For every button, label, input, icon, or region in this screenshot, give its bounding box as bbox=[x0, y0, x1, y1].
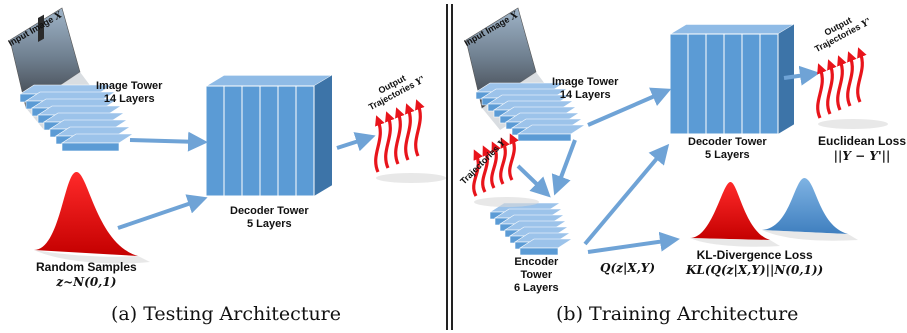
arrow-decoder-to-output-b bbox=[783, 65, 820, 86]
arrow-encoder-to-decoder-b bbox=[583, 143, 670, 246]
panel-a bbox=[9, 7, 446, 264]
decoder-tower-a-layer-5 bbox=[277, 85, 297, 197]
decoder-tower-b-top bbox=[668, 23, 796, 35]
decoder-tower-a-side bbox=[314, 75, 332, 196]
caption-a: (a) Testing Architecture bbox=[111, 303, 342, 325]
decoder-tower-layers-b: 5 Layers bbox=[705, 149, 750, 161]
image-tower-title-b: Image Tower bbox=[552, 76, 619, 88]
image-tower-b-slab-front-8 bbox=[517, 133, 572, 142]
euclidean-loss-formula: ||Y − Y'|| bbox=[833, 149, 891, 163]
gaussian-kl-blue bbox=[762, 178, 858, 241]
output-a-trajectory-4 bbox=[404, 103, 415, 161]
encoder-tower-line1: Encoder bbox=[514, 256, 559, 268]
image-tower-a-slab-front-8 bbox=[61, 142, 120, 152]
gaussian-kl-red bbox=[690, 181, 780, 247]
decoder-tower-layers-a: 5 Layers bbox=[247, 218, 292, 230]
output-b-trajectory-4 bbox=[846, 51, 857, 107]
decoder-tower-a bbox=[204, 74, 334, 197]
output-b-shadow bbox=[818, 119, 888, 129]
decoder-tower-b-layer-3 bbox=[705, 33, 725, 135]
trajectories-input-b bbox=[472, 133, 539, 207]
output-a-trajectory-2 bbox=[384, 111, 395, 169]
arrow-samples-to-decoder-a bbox=[117, 194, 208, 230]
caption-b: (b) Training Architecture bbox=[556, 303, 799, 325]
panel-divider-2 bbox=[451, 4, 453, 330]
kl-loss-formula: KL(Q(z|X,Y)||N(0,1)) bbox=[686, 263, 824, 277]
decoder-tower-a-layer-6 bbox=[295, 85, 315, 197]
arrow-image-to-decoder-b bbox=[587, 87, 672, 127]
arrow-decoder-to-output-a bbox=[336, 132, 376, 152]
output-a-shadow bbox=[376, 173, 446, 183]
decoder-tower-b-layer-4 bbox=[723, 33, 743, 135]
encoder-tower-b-slab-front-7 bbox=[519, 247, 559, 256]
encoder-tower-line2: Tower bbox=[520, 269, 553, 281]
decoder-tower-a-layer-1 bbox=[205, 85, 225, 197]
input-b-trajectory-4 bbox=[499, 137, 510, 185]
output-a-trajectory-1 bbox=[374, 115, 385, 173]
random-samples-text: Random Samples bbox=[36, 260, 137, 274]
gaussian-random-samples bbox=[34, 171, 150, 264]
image-tower-title-a: Image Tower bbox=[96, 80, 163, 92]
encoder-tower-label-b: Encoder Tower 6 Layers bbox=[514, 256, 559, 295]
random-samples-label: Random Samples z~N(0,1) bbox=[36, 260, 137, 290]
output-b-trajectory-3 bbox=[836, 55, 847, 111]
output-trajectories-a bbox=[374, 99, 446, 183]
decoder-tower-b-layer-5 bbox=[741, 33, 761, 135]
decoder-tower-label-a: Decoder Tower 5 Layers bbox=[230, 205, 309, 231]
arrow-image-to-encoder-b bbox=[551, 139, 577, 196]
arrow-trajectories-to-encoder-b bbox=[516, 164, 551, 198]
image-tower-layers-b: 14 Layers bbox=[559, 89, 611, 101]
euclidean-loss-title: Euclidean Loss bbox=[818, 134, 907, 148]
kl-loss-title: KL-Divergence Loss bbox=[696, 248, 813, 262]
decoder-tower-a-layer-2 bbox=[223, 85, 243, 197]
output-a-trajectory-3 bbox=[394, 107, 405, 165]
input-b-shadow bbox=[474, 197, 539, 207]
image-tower-a bbox=[18, 84, 135, 152]
z-distribution: z~N(0,1) bbox=[56, 275, 117, 289]
decoder-tower-b-layer-6 bbox=[759, 33, 779, 135]
output-b-trajectory-2 bbox=[826, 59, 837, 115]
decoder-tower-label-b: Decoder Tower 5 Layers bbox=[688, 136, 767, 162]
q-label: Q(z|X,Y) bbox=[600, 261, 656, 275]
euclidean-loss-label: Euclidean Loss ||Y − Y'|| bbox=[818, 134, 906, 164]
output-trajectories-b bbox=[816, 47, 888, 129]
decoder-tower-b bbox=[668, 23, 796, 135]
decoder-tower-b-layer-2 bbox=[687, 33, 707, 135]
image-tower-b bbox=[474, 82, 587, 142]
kl-loss-label: KL-Divergence Loss KL(Q(z|X,Y)||N(0,1)) bbox=[686, 248, 823, 278]
encoder-tower-line3: 6 Layers bbox=[514, 282, 559, 294]
output-b-trajectory-1 bbox=[816, 63, 827, 119]
image-tower-label-b: Image Tower 14 Layers bbox=[552, 76, 618, 102]
input-b-trajectory-3 bbox=[490, 141, 501, 189]
output-b-trajectory-5 bbox=[856, 47, 867, 103]
arrow-encoder-to-kl-b bbox=[587, 231, 680, 254]
decoder-tower-a-layer-4 bbox=[259, 85, 279, 197]
input-b-trajectory-2 bbox=[481, 145, 492, 193]
output-a-trajectory-5 bbox=[414, 99, 425, 157]
panel-b bbox=[465, 7, 888, 256]
image-tower-layers-a: 14 Layers bbox=[103, 93, 155, 105]
encoder-tower-b bbox=[488, 202, 574, 256]
input-b-trajectory-5 bbox=[508, 133, 519, 181]
decoder-tower-b-layer-1 bbox=[669, 33, 689, 135]
panel-divider bbox=[446, 4, 448, 330]
image-tower-label-a: Image Tower 14 Layers bbox=[96, 80, 162, 106]
decoder-tower-a-top bbox=[204, 74, 334, 87]
arrow-image-to-decoder-a bbox=[129, 131, 208, 152]
decoder-tower-title-b: Decoder Tower bbox=[688, 136, 767, 148]
decoder-tower-a-layer-3 bbox=[241, 85, 261, 197]
decoder-tower-title-a: Decoder Tower bbox=[230, 205, 309, 217]
input-b-trajectory-1 bbox=[472, 149, 483, 197]
